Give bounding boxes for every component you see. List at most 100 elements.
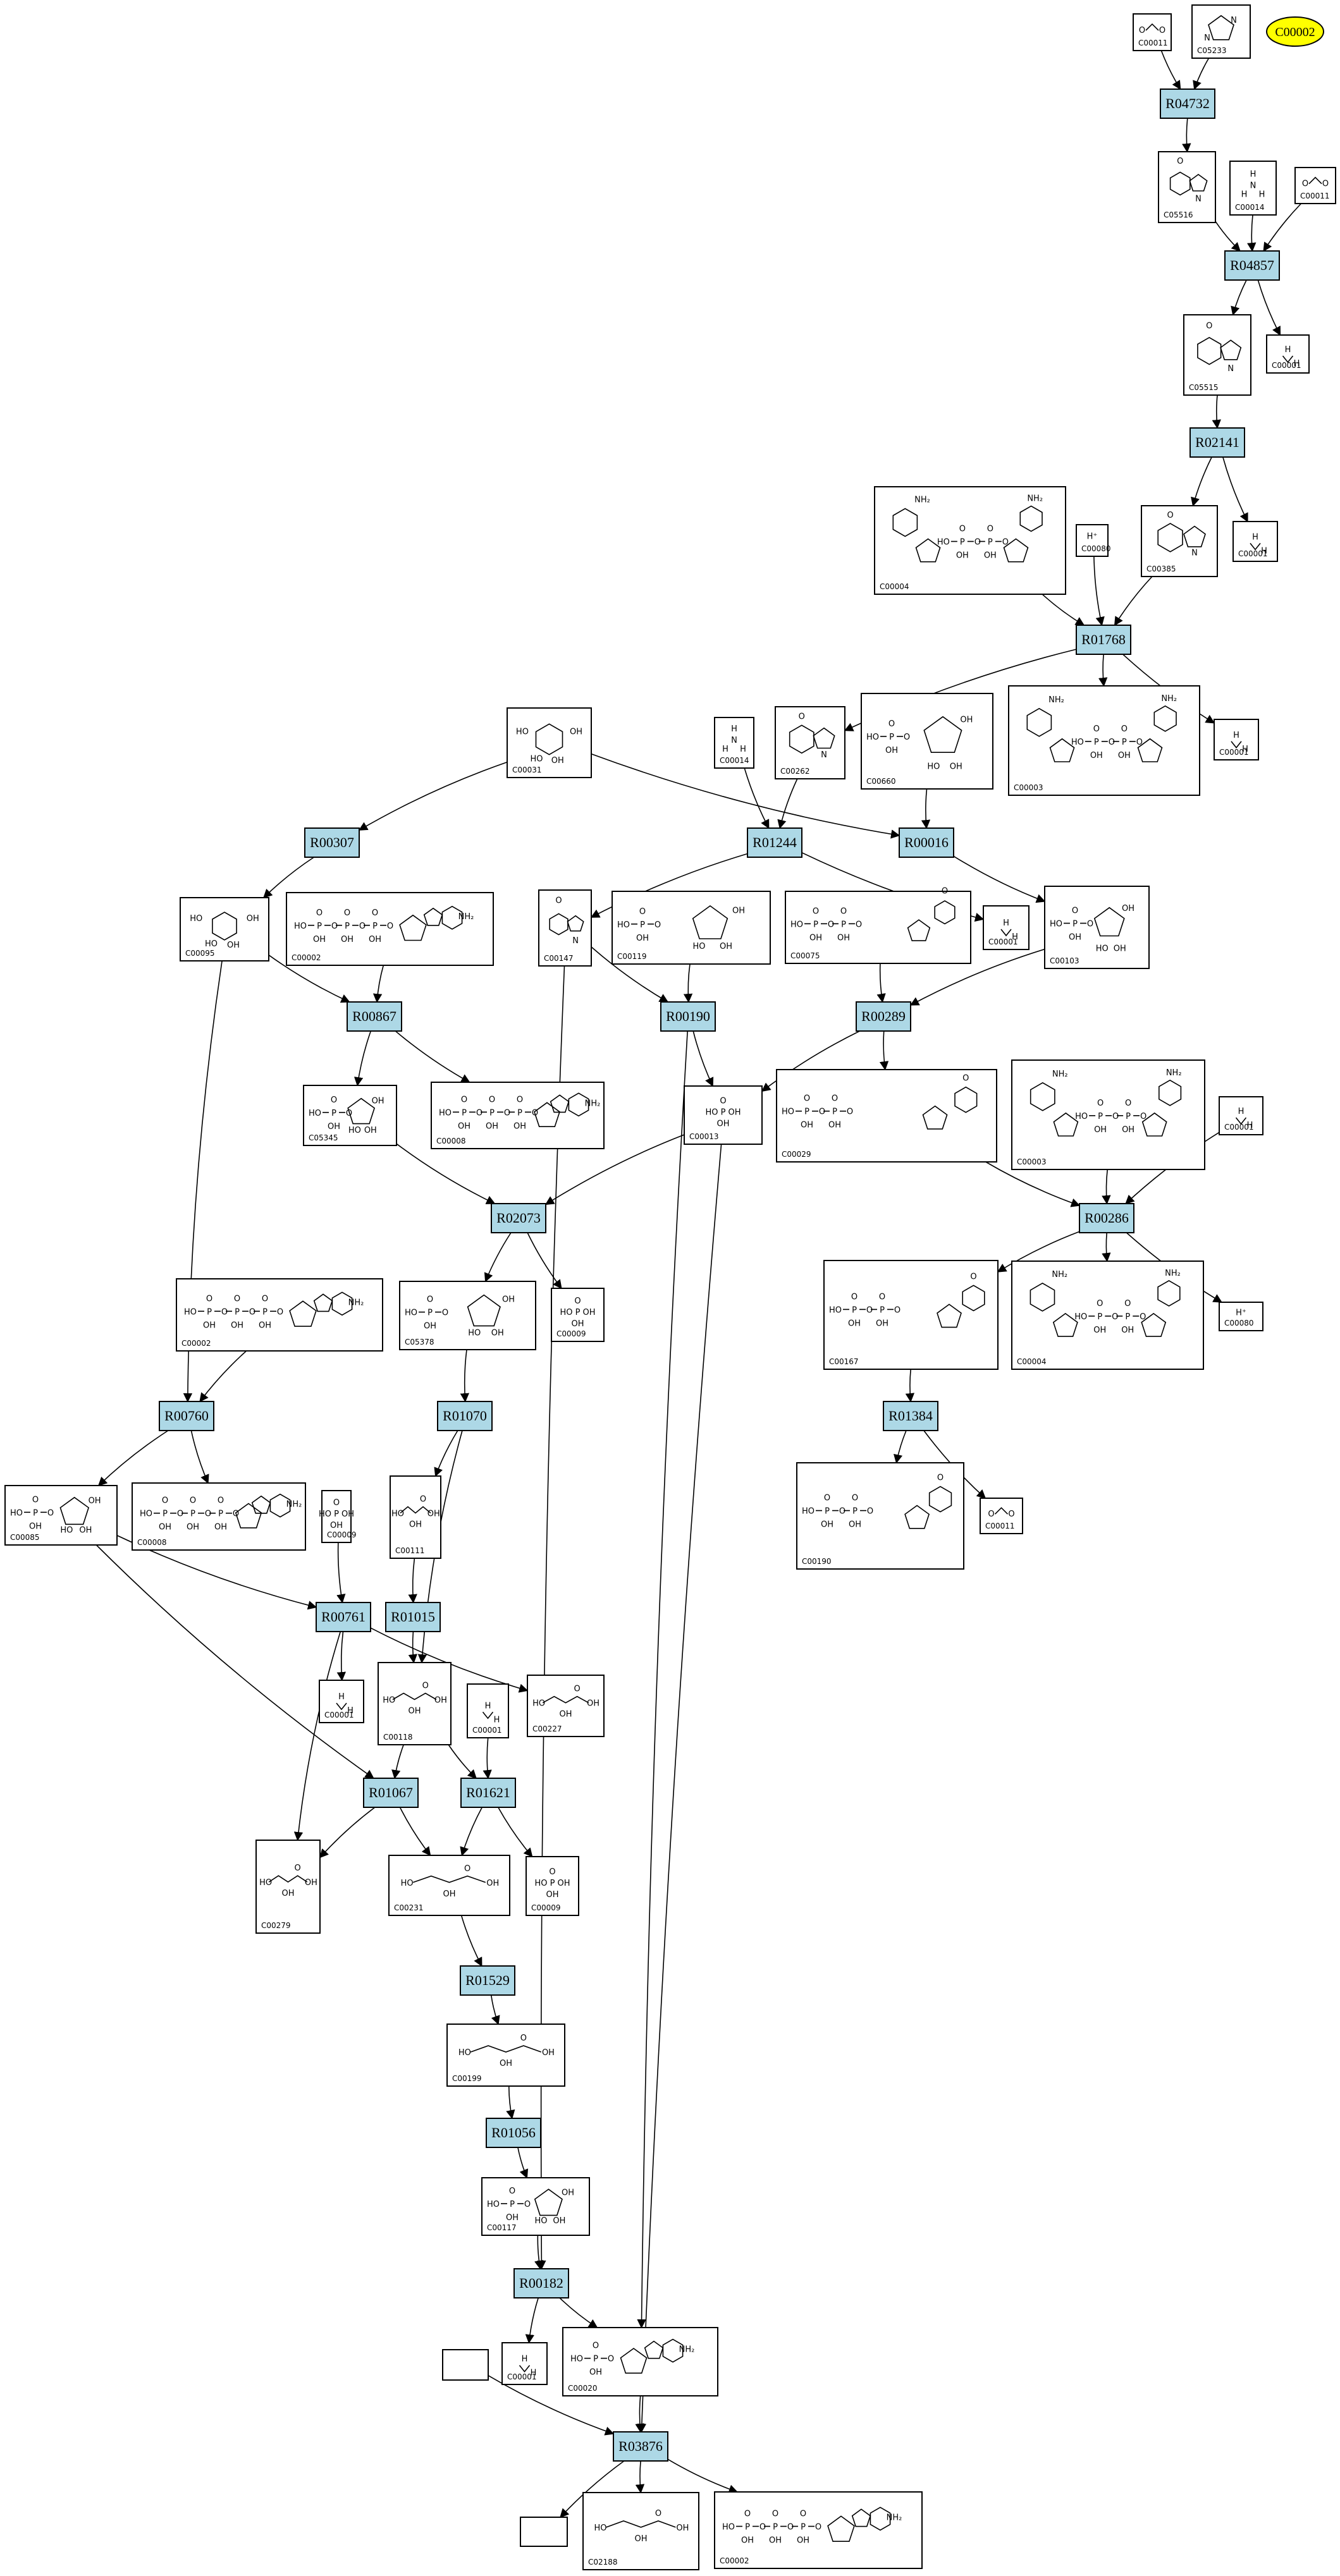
compound-box[interactable] [526,1856,579,1916]
compound-box[interactable] [431,1082,605,1149]
reaction-box[interactable] [856,1001,911,1032]
compound-box[interactable] [501,2342,548,2385]
reaction-box[interactable] [460,1778,516,1808]
reaction-node[interactable]: R01067 [363,1778,419,1808]
compound-box[interactable] [520,2517,568,2547]
reaction-node[interactable]: R00286 [1079,1203,1134,1233]
reaction-node[interactable]: R00190 [660,1001,716,1032]
compound-box[interactable] [714,717,754,769]
reaction-box[interactable] [159,1401,214,1431]
reaction-node[interactable]: R00307 [304,827,360,858]
reaction-box[interactable] [460,1965,515,1996]
reaction-box[interactable] [385,1602,441,1632]
compound-box[interactable] [1183,314,1251,396]
compound-node[interactable] [520,2517,568,2547]
compound-box[interactable] [1133,13,1172,51]
compound-box[interactable] [823,1260,999,1370]
reaction-node[interactable]: R01015 [385,1602,441,1632]
reaction-box[interactable] [316,1602,371,1632]
compound-box[interactable] [255,1840,321,1934]
compound-box[interactable] [1141,505,1218,577]
target-compound-node[interactable]: C00002 [1266,16,1324,47]
reaction-node[interactable]: R00016 [899,827,954,858]
reaction-box[interactable] [513,2268,569,2298]
reaction-node[interactable]: R02073 [491,1203,546,1233]
compound-box[interactable] [582,2492,699,2570]
compound-box[interactable] [507,707,592,778]
reaction-node[interactable]: R00760 [159,1401,214,1431]
compound-box[interactable] [1158,151,1216,223]
compound-box[interactable] [775,706,845,779]
reaction-node[interactable]: R01768 [1076,625,1131,655]
reaction-node[interactable]: R01056 [486,2118,541,2148]
compound-box[interactable] [612,891,771,965]
compound-box[interactable] [538,889,592,967]
reaction-box[interactable] [613,2431,668,2462]
reaction-box[interactable] [899,827,954,858]
compound-box[interactable] [321,1490,352,1543]
reaction-box[interactable] [363,1778,419,1808]
reaction-box[interactable] [1224,250,1280,281]
reaction-node[interactable]: R03876 [613,2431,668,2462]
reaction-box[interactable] [1189,427,1245,458]
compound-box[interactable] [132,1482,306,1551]
reaction-box[interactable] [347,1001,402,1032]
target-ellipse[interactable] [1266,16,1324,47]
reaction-box[interactable] [491,1203,546,1233]
reaction-node[interactable]: R02141 [1189,427,1245,458]
reaction-node[interactable]: R01244 [747,827,802,858]
compound-box[interactable] [1076,524,1109,557]
compound-box[interactable] [378,1662,452,1745]
compound-box[interactable] [390,1475,441,1559]
reaction-box[interactable] [1076,625,1131,655]
reaction-box[interactable] [660,1001,716,1032]
reaction-box[interactable] [486,2118,541,2148]
compound-node[interactable]: H⁺C00080 [1219,1302,1263,1331]
compound-box[interactable] [1011,1059,1205,1170]
reaction-node[interactable]: R01070 [437,1401,493,1431]
compound-box[interactable] [1191,4,1251,59]
compound-box[interactable] [388,1855,510,1916]
compound-box[interactable] [684,1085,763,1145]
compound-box[interactable] [1214,719,1259,760]
compound-box[interactable] [1219,1302,1263,1331]
compound-box[interactable] [286,892,494,966]
compound-box[interactable] [467,1683,509,1738]
reaction-node[interactable]: R00761 [316,1602,371,1632]
compound-box[interactable] [176,1278,383,1352]
compound-box[interactable] [796,1462,964,1570]
compound-box[interactable] [446,2024,565,2087]
